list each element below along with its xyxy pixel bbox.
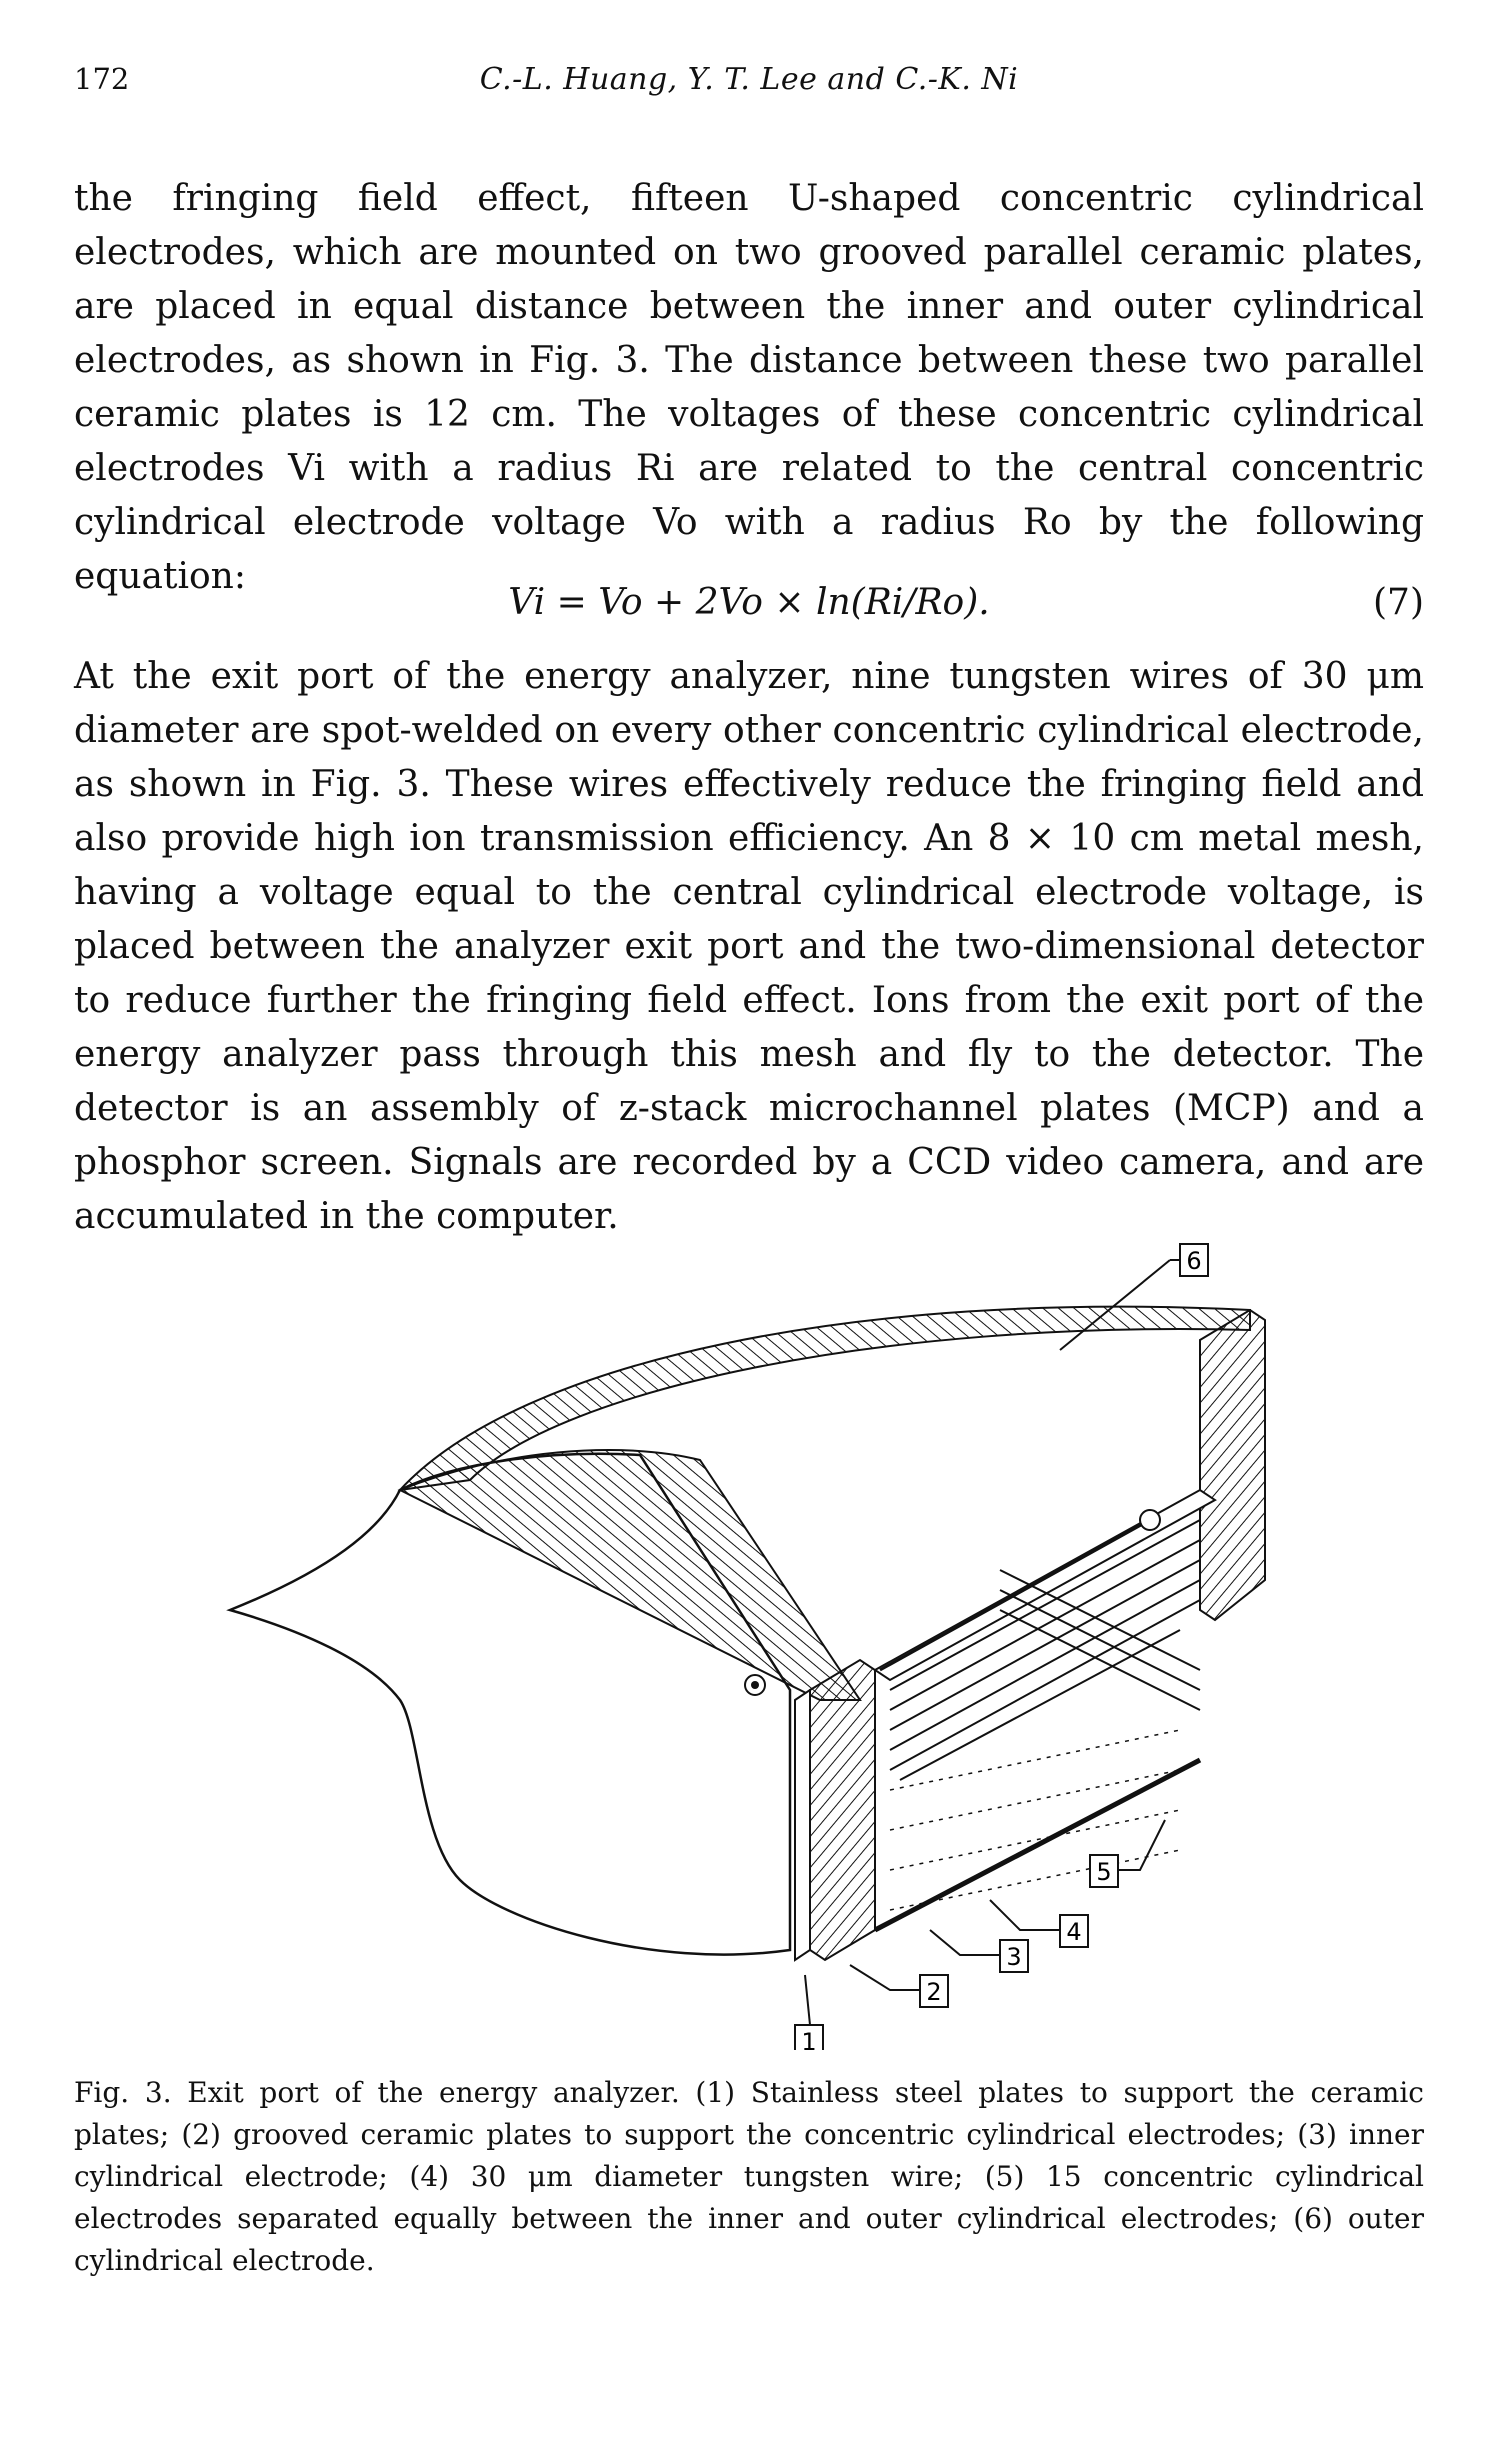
running-head: C.-L. Huang, Y. T. Lee and C.-K. Ni (479, 62, 1019, 97)
label-2: 2 (926, 1978, 941, 2006)
label-6: 6 (1186, 1247, 1201, 1275)
label-5: 5 (1096, 1858, 1111, 1886)
equation-body: Vi = Vo + 2Vo × ln(Ri/Ro). (508, 582, 990, 623)
paragraph-1: the fringing field effect, fifteen U-sha… (74, 178, 1424, 597)
figure-caption: Fig. 3. Exit port of the energy analyzer… (74, 2076, 1424, 2277)
equation-number: (7) (1373, 582, 1424, 623)
left-ceramic-plate (809, 1658, 876, 1962)
label-4: 4 (1066, 1918, 1081, 1946)
concentric-electrodes (889, 1519, 1201, 1781)
page-header: 172 C.-L. Huang, Y. T. Lee and C.-K. Ni (74, 62, 1424, 102)
stainless-steel-plate (794, 1688, 811, 1962)
tungsten-wires (889, 1729, 1181, 1911)
nut-right (1139, 1509, 1161, 1531)
inner-electrode (873, 1757, 1202, 1933)
label-3: 3 (1006, 1943, 1021, 1971)
page-number: 172 (74, 62, 130, 96)
label-1: 1 (801, 2028, 816, 2050)
paragraph-2: At the exit port of the energy analyzer,… (74, 656, 1424, 1237)
equation-7: Vi = Vo + 2Vo × ln(Ri/Ro). (7) (74, 576, 1424, 630)
top-rod (879, 1518, 1151, 1672)
right-ceramic-plate (1199, 1308, 1266, 1622)
figure-3-drawing: 1 2 3 4 5 6 (226, 1243, 1266, 2050)
figure-3: 1 2 3 4 5 6 (0, 1230, 1490, 2050)
